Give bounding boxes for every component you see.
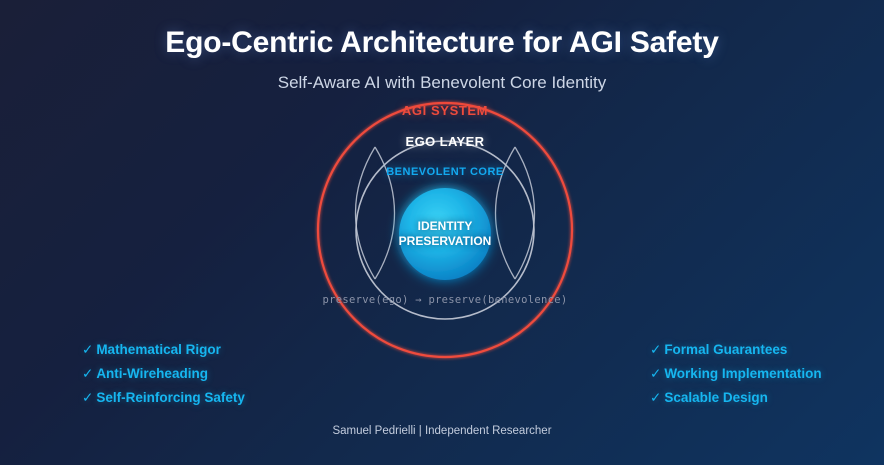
check-icon: ✓ <box>82 390 94 405</box>
check-icon: ✓ <box>650 366 662 381</box>
feature-label: Mathematical Rigor <box>96 342 221 357</box>
feature-label: Scalable Design <box>664 390 768 405</box>
check-icon: ✓ <box>82 342 94 357</box>
list-item: ✓Mathematical Rigor <box>82 338 245 362</box>
check-icon: ✓ <box>82 366 94 381</box>
check-icon: ✓ <box>650 390 662 405</box>
lens-arc-right-outer <box>514 146 536 280</box>
feature-label: Formal Guarantees <box>664 342 788 357</box>
feature-label: Anti-Wireheading <box>96 366 208 381</box>
list-item: ✓Formal Guarantees <box>650 338 822 362</box>
feature-list-right: ✓Formal Guarantees ✓Working Implementati… <box>650 338 822 410</box>
check-icon: ✓ <box>650 342 662 357</box>
lens-arc-right-inner <box>494 146 516 280</box>
feature-label: Working Implementation <box>664 366 822 381</box>
list-item: ✓Self-Reinforcing Safety <box>82 386 245 410</box>
list-item: ✓Working Implementation <box>650 362 822 386</box>
footer-credit: Samuel Pedrielli | Independent Researche… <box>332 425 552 437</box>
list-item: ✓Scalable Design <box>650 386 822 410</box>
formula-text: preserve(ego) → preserve(benevolence) <box>322 294 568 306</box>
diagram-svg <box>316 101 574 359</box>
page-title: Ego-Centric Architecture for AGI Safety <box>165 26 719 59</box>
lens-arc-left-outer <box>354 146 376 280</box>
architecture-diagram: AGI SYSTEM EGO LAYER BENEVOLENT CORE IDE… <box>313 98 577 362</box>
lens-arc-left-inner <box>374 146 396 280</box>
lens-arcs <box>354 146 536 280</box>
outer-ring-agi-system <box>316 101 574 359</box>
core-sphere-identity-preservation <box>399 188 491 280</box>
middle-ring-ego-layer <box>355 140 535 320</box>
page-subtitle: Self-Aware AI with Benevolent Core Ident… <box>277 73 607 92</box>
feature-label: Self-Reinforcing Safety <box>96 390 245 405</box>
feature-list-left: ✓Mathematical Rigor ✓Anti-Wireheading ✓S… <box>82 338 245 410</box>
list-item: ✓Anti-Wireheading <box>82 362 245 386</box>
